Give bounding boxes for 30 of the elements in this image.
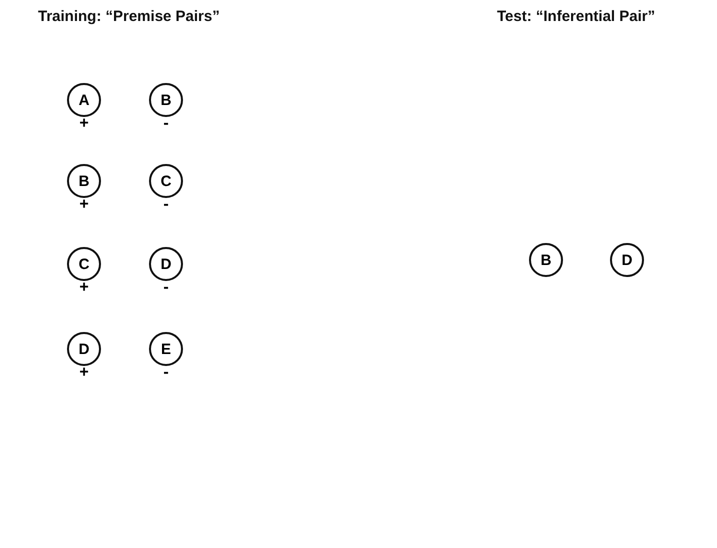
sign-label: -: [162, 280, 170, 296]
sign-label: -: [162, 365, 170, 381]
circle: [610, 243, 644, 277]
circle-letter: C: [78, 256, 90, 272]
circle-letter: B: [78, 172, 90, 190]
sign-label: +: [78, 365, 90, 381]
sign-label: +: [78, 197, 90, 213]
circle: [149, 83, 183, 117]
circle: [149, 332, 183, 366]
circle-letter: B: [540, 252, 552, 268]
circle: [67, 332, 101, 366]
sign-label: +: [78, 116, 90, 132]
circle: [67, 164, 101, 198]
circle: [149, 247, 183, 281]
circle: [67, 247, 101, 281]
heading: Test: “Inferential Pair”: [497, 8, 656, 25]
circle-letter: D: [622, 252, 632, 268]
circle: [529, 243, 563, 277]
sign-label: -: [162, 116, 170, 132]
circle-letter: A: [78, 92, 90, 108]
sign-label: -: [162, 197, 170, 213]
heading: Training: “Premise Pairs”: [38, 8, 220, 25]
circle-letter: E: [160, 340, 171, 358]
circle-letter: D: [160, 256, 172, 272]
circle: [67, 83, 101, 117]
circle-letter: D: [78, 340, 90, 358]
circle-letter: B: [160, 92, 172, 108]
circle-letter: C: [160, 172, 172, 190]
circle: [149, 164, 183, 198]
sign-label: +: [78, 280, 90, 296]
